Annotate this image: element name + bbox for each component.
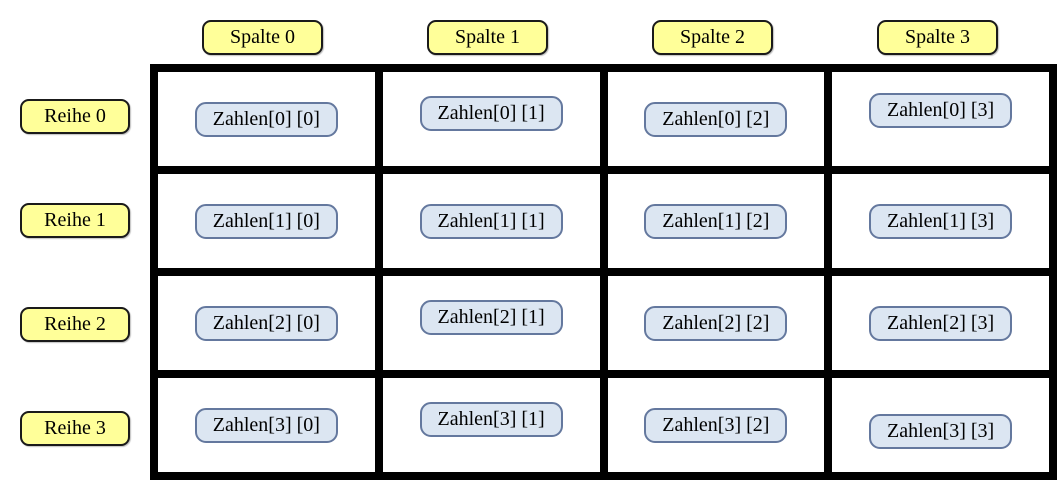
- grid-cell-2-1: Zahlen[2] [1]: [382, 276, 600, 370]
- grid-cell-2-3: Zahlen[2] [3]: [832, 276, 1049, 370]
- column-header-spalte-0: Spalte 0: [202, 19, 323, 55]
- grid-cell-3-3: Zahlen[3] [3]: [832, 378, 1049, 472]
- grid-cell-3-0: Zahlen[3] [0]: [158, 378, 375, 472]
- column-header-slot-3: Spalte 3: [825, 16, 1050, 58]
- cell-label-0-3: Zahlen[0] [3]: [869, 92, 1013, 128]
- cell-label-2-0: Zahlen[2] [0]: [194, 305, 338, 341]
- row-label-reihe-0: Reihe 0: [20, 98, 130, 134]
- column-header-spalte-3: Spalte 3: [877, 19, 998, 55]
- cell-label-2-2: Zahlen[2] [2]: [644, 305, 788, 341]
- column-headers: Spalte 0 Spalte 1 Spalte 2 Spalte 3: [150, 16, 1050, 58]
- grid-cell-1-1: Zahlen[1] [1]: [382, 174, 600, 268]
- column-header-spalte-2: Spalte 2: [652, 19, 773, 55]
- column-header-spalte-1: Spalte 1: [427, 19, 548, 55]
- grid-cell-0-3: Zahlen[0] [3]: [832, 72, 1049, 166]
- grid-cell-3-2: Zahlen[3] [2]: [607, 378, 825, 472]
- row-label-slot-3: Reihe 3: [0, 376, 150, 480]
- grid-cell-1-2: Zahlen[1] [2]: [607, 174, 825, 268]
- cell-label-1-1: Zahlen[1] [1]: [419, 203, 563, 239]
- row-label-slot-0: Reihe 0: [0, 64, 150, 168]
- grid-cell-0-2: Zahlen[0] [2]: [607, 72, 825, 166]
- column-header-slot-0: Spalte 0: [150, 16, 375, 58]
- row-label-reihe-2: Reihe 2: [20, 306, 130, 342]
- array-grid: Zahlen[0] [0] Zahlen[0] [1] Zahlen[0] [2…: [150, 64, 1057, 480]
- cell-label-2-3: Zahlen[2] [3]: [869, 305, 1013, 341]
- cell-label-0-2: Zahlen[0] [2]: [644, 101, 788, 137]
- grid-cell-1-0: Zahlen[1] [0]: [158, 174, 375, 268]
- row-label-slot-2: Reihe 2: [0, 272, 150, 376]
- cell-label-0-1: Zahlen[0] [1]: [419, 95, 563, 131]
- row-label-reihe-3: Reihe 3: [20, 410, 130, 446]
- grid-cell-0-1: Zahlen[0] [1]: [382, 72, 600, 166]
- grid-cell-0-0: Zahlen[0] [0]: [158, 72, 375, 166]
- row-label-slot-1: Reihe 1: [0, 168, 150, 272]
- grid-cell-1-3: Zahlen[1] [3]: [832, 174, 1049, 268]
- cell-label-3-3: Zahlen[3] [3]: [869, 413, 1013, 449]
- cell-label-1-3: Zahlen[1] [3]: [869, 203, 1013, 239]
- column-header-slot-1: Spalte 1: [375, 16, 600, 58]
- cell-label-3-0: Zahlen[3] [0]: [194, 407, 338, 443]
- cell-label-2-1: Zahlen[2] [1]: [419, 299, 563, 335]
- row-labels: Reihe 0 Reihe 1 Reihe 2 Reihe 3: [0, 64, 150, 480]
- row-label-reihe-1: Reihe 1: [20, 202, 130, 238]
- cell-label-1-2: Zahlen[1] [2]: [644, 203, 788, 239]
- diagram-body: Reihe 0 Reihe 1 Reihe 2 Reihe 3 Zahlen[0…: [0, 64, 1057, 480]
- grid-cell-2-0: Zahlen[2] [0]: [158, 276, 375, 370]
- column-header-slot-2: Spalte 2: [600, 16, 825, 58]
- grid-cell-3-1: Zahlen[3] [1]: [382, 378, 600, 472]
- cell-label-3-2: Zahlen[3] [2]: [644, 407, 788, 443]
- cell-label-3-1: Zahlen[3] [1]: [419, 401, 563, 437]
- grid-cell-2-2: Zahlen[2] [2]: [607, 276, 825, 370]
- cell-label-0-0: Zahlen[0] [0]: [194, 101, 338, 137]
- cell-label-1-0: Zahlen[1] [0]: [194, 203, 338, 239]
